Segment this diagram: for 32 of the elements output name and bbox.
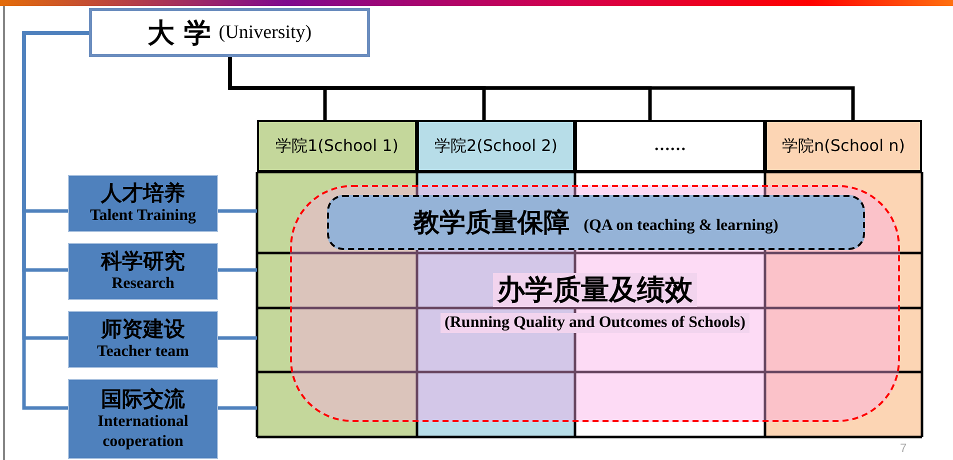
function-box [68,243,218,300]
english-label: Research [112,274,174,294]
school-header-cell: 学院n(School n) [765,120,922,172]
qa-title: 教学质量保障 [414,207,570,240]
english-label: Talent Training [90,206,196,226]
english-label: Teacher team [97,342,189,362]
chinese-label: 师资建设 [101,317,185,342]
connector-line [218,209,257,213]
quality-region [290,185,900,422]
english-subtitle: (University) [218,22,312,44]
chinese-label: 人才培养 [101,181,185,206]
function-box [68,379,218,459]
qa-subtitle: (QA on teaching & learning) [584,216,778,234]
school-header-cell: 学院2(School 2) [417,120,575,172]
region-title: 办学质量及绩效 [493,273,697,307]
region-subtitle: (Running Quality and Outcomes of Schools) [440,313,750,333]
english-label: International cooperation [96,412,190,452]
connector-line [228,57,855,120]
connector-line [218,406,257,410]
chinese-label: 国际交流 [101,386,185,412]
heading-text: 大 学 [147,16,211,50]
connector-line [22,31,89,410]
qa-box [327,195,865,250]
function-box [68,175,218,232]
connector-line [218,336,257,340]
connector-line [218,268,257,272]
school-header-cell: …… [575,120,765,172]
school-header-cell: 学院1(School 1) [257,120,417,172]
function-box [68,311,218,368]
university-box [89,8,370,57]
page-number: 7 [900,441,907,455]
chinese-label: 科学研究 [101,249,185,274]
